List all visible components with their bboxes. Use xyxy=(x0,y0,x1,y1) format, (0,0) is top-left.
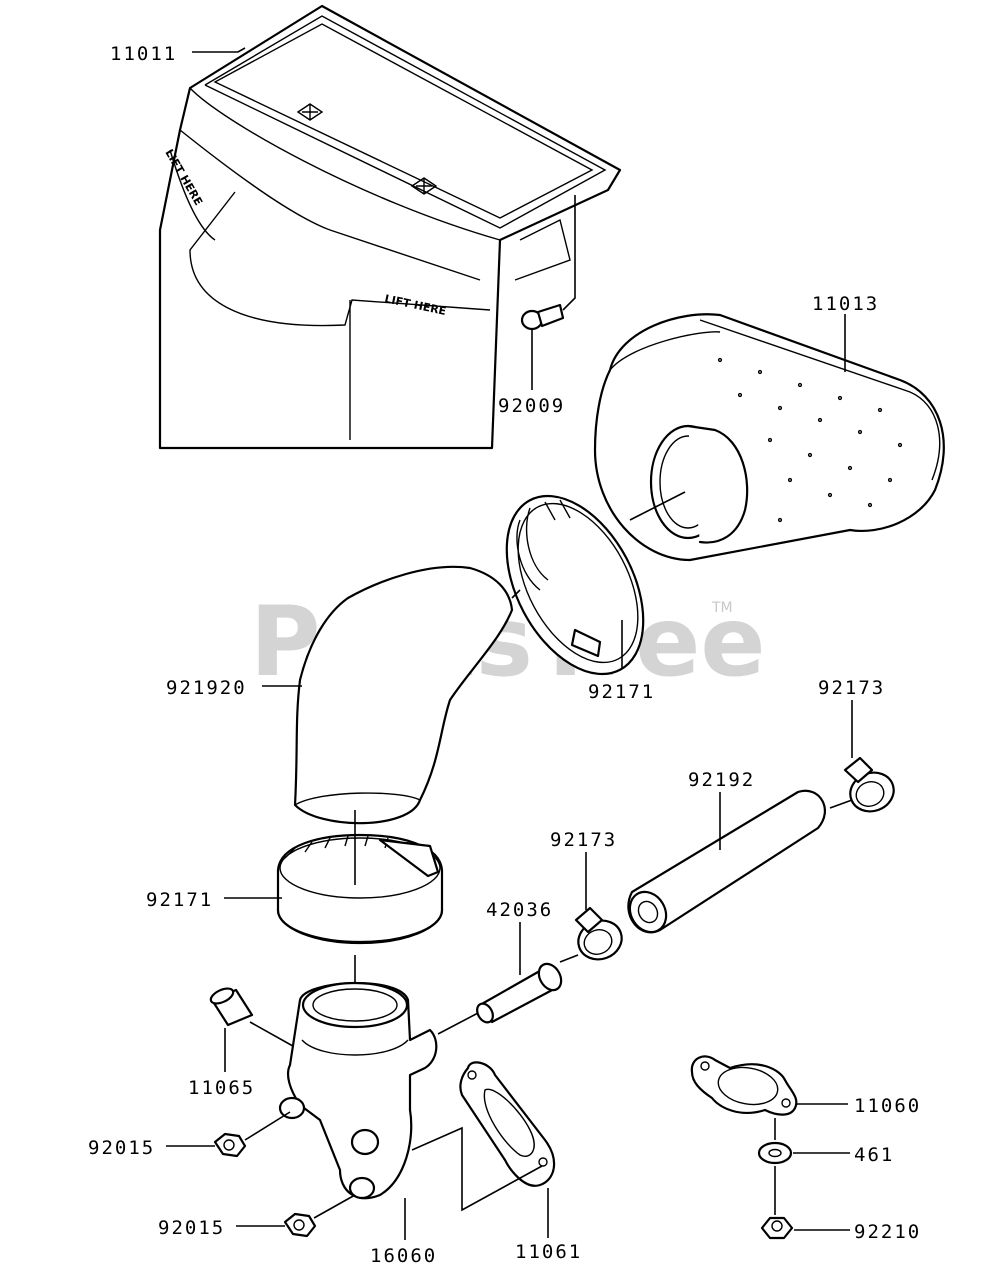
part-number-92171-upper: 92171 xyxy=(588,681,655,703)
callout-92173-right: 92173 xyxy=(818,677,885,699)
callout-92210: 92210 xyxy=(794,1221,921,1243)
part-number-11061: 11061 xyxy=(515,1241,582,1263)
watermark-tm: TM xyxy=(711,600,733,616)
hose-clamp-lower[interactable] xyxy=(276,810,444,1010)
callout-92015-lower: 92015 xyxy=(158,1217,285,1239)
callout-92173-left: 92173 xyxy=(550,829,617,851)
callout-11065: 11065 xyxy=(188,1077,255,1099)
callout-92015-upper: 92015 xyxy=(88,1137,215,1159)
elbow-hose[interactable] xyxy=(293,565,521,825)
part-number-11011: 11011 xyxy=(110,43,177,65)
callout-92171-lower: 92171 xyxy=(146,889,282,911)
callout-92192: 92192 xyxy=(688,769,755,791)
screw[interactable] xyxy=(520,195,576,390)
callout-42036: 42036 xyxy=(486,899,553,921)
part-number-16060: 16060 xyxy=(370,1245,437,1267)
part-number-921920: 921920 xyxy=(166,677,247,699)
breather-hose[interactable] xyxy=(623,789,826,939)
part-number-92009: 92009 xyxy=(498,395,565,417)
part-number-11065: 11065 xyxy=(188,1077,255,1099)
part-number-92015-upper: 92015 xyxy=(88,1137,155,1159)
part-number-42036: 42036 xyxy=(486,899,553,921)
hose-clip-right[interactable] xyxy=(829,700,899,817)
washer[interactable] xyxy=(757,1141,793,1165)
fitting[interactable] xyxy=(437,922,566,1035)
callout-11061: 11061 xyxy=(515,1241,582,1263)
hex-nut-lower[interactable] xyxy=(283,1194,356,1238)
callout-92171-upper: 92171 xyxy=(588,681,655,703)
part-number-92192: 92192 xyxy=(688,769,755,791)
callout-11013: 11013 xyxy=(812,293,879,372)
callout-16060: 16060 xyxy=(370,1245,437,1267)
hex-nut-upper[interactable] xyxy=(213,1111,291,1158)
part-number-11060: 11060 xyxy=(854,1095,921,1117)
gasket-right[interactable] xyxy=(690,1055,798,1215)
air-filter-element[interactable] xyxy=(593,313,945,562)
air-cleaner-cover[interactable]: LIFT HERE LIFT HERE xyxy=(158,4,622,450)
callout-461: 461 xyxy=(793,1144,894,1166)
part-number-92210: 92210 xyxy=(854,1221,921,1243)
hex-nut-right[interactable] xyxy=(760,1216,794,1240)
gasket-center[interactable] xyxy=(411,1061,556,1238)
part-number-92171-lower: 92171 xyxy=(146,889,213,911)
part-number-92173-right: 92173 xyxy=(818,677,885,699)
part-number-92173-left: 92173 xyxy=(550,829,617,851)
part-number-11013: 11013 xyxy=(812,293,879,315)
callout-921920: 921920 xyxy=(166,677,302,699)
callout-92009: 92009 xyxy=(498,395,565,417)
callout-11060: 11060 xyxy=(796,1095,921,1117)
part-number-92015-lower: 92015 xyxy=(158,1217,225,1239)
intake-body[interactable] xyxy=(278,981,438,1240)
callout-11011: 11011 xyxy=(110,43,246,65)
collar[interactable] xyxy=(209,985,301,1072)
part-number-461: 461 xyxy=(854,1144,894,1166)
hose-clip-left[interactable] xyxy=(559,852,627,965)
hose-clamp-upper[interactable] xyxy=(479,473,686,697)
